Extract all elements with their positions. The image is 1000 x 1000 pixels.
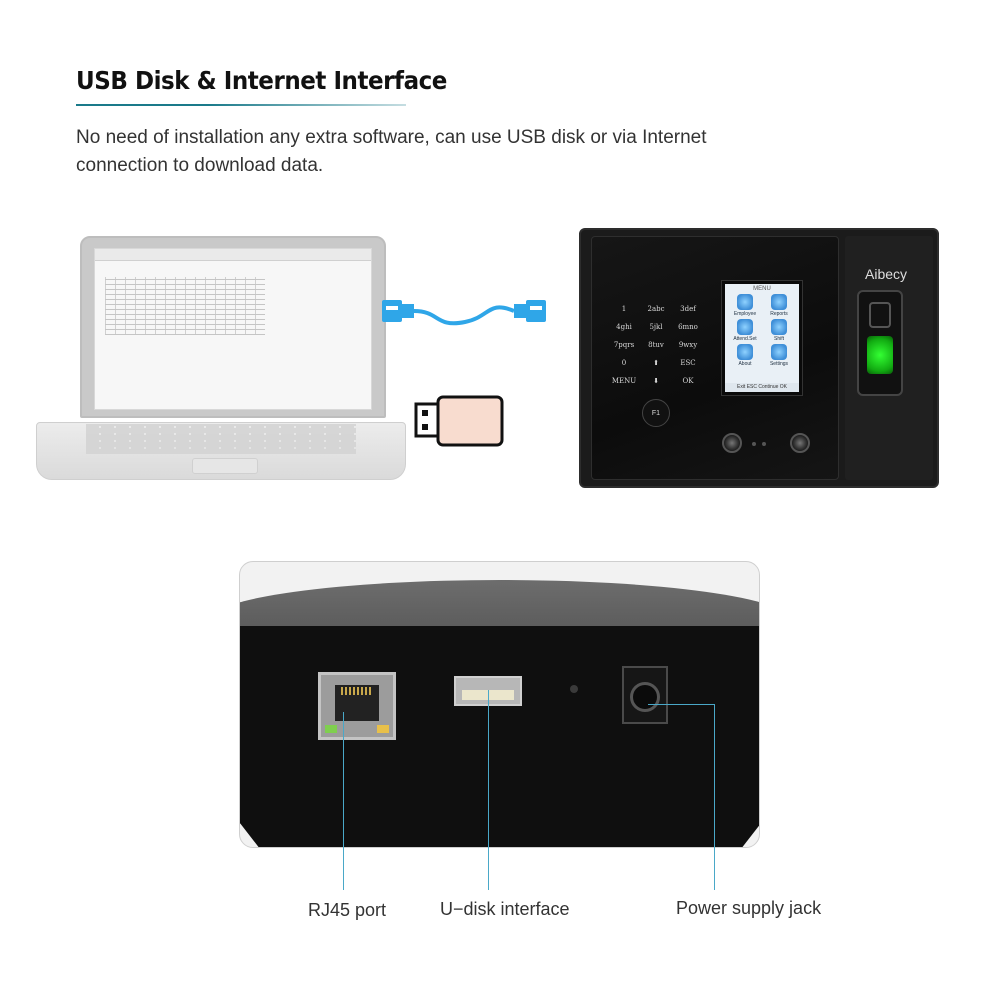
terminal-side-panel: Aibecy (845, 236, 933, 480)
keypad-key[interactable]: 5jkl (649, 323, 663, 331)
udisk-interface-label: U−disk interface (440, 899, 570, 919)
keypad-key[interactable]: ⬇ (653, 377, 659, 385)
camera-lens-left (722, 433, 742, 453)
lcd-menu-grid: Employee Reports Attend.Set Shift About … (725, 294, 799, 367)
power-callout-line-v (714, 704, 715, 890)
terminal-keypad: 1 2abc 3def 4ghi 5jkl 6mno 7pqrs 8tuv 9w… (610, 303, 700, 388)
about-icon (737, 344, 753, 360)
usb-cable-icon (382, 300, 546, 326)
lcd-menu-item-label: Attend.Set (733, 336, 757, 342)
keypad-key[interactable]: 9wxy (678, 341, 698, 349)
keypad-key[interactable]: 4ghi (616, 323, 632, 331)
keypad-key[interactable]: 6mno (678, 323, 698, 331)
lcd-menu-item-label: Shift (773, 336, 784, 342)
title-underline (76, 104, 406, 106)
lcd-footer: Exit ESC Continue OK (725, 383, 799, 392)
keypad-key[interactable]: 2abc (647, 305, 665, 313)
camera-lens-right (790, 433, 810, 453)
udisk-callout-line (488, 690, 489, 890)
keypad-key[interactable]: 7pqrs (613, 341, 635, 349)
fingerprint-sensor-icon (867, 336, 893, 374)
ports-closeup-photo (239, 561, 760, 848)
power-callout-line-h (648, 704, 715, 705)
lcd-menu-item[interactable]: Shift (762, 319, 796, 342)
shift-icon (771, 319, 787, 335)
keypad-key[interactable]: 0 (621, 359, 627, 367)
reports-icon (771, 294, 787, 310)
spreadsheet-grid (105, 277, 265, 335)
lcd-menu-item-label: Employee (733, 311, 757, 317)
section-title: USB Disk & Internet Interface (76, 66, 447, 95)
lcd-menu-item-label: Settings (769, 361, 789, 367)
rj45-port[interactable] (318, 672, 396, 740)
power-jack[interactable] (622, 666, 668, 724)
spreadsheet-toolbar (95, 249, 371, 261)
rj45-led-yellow (377, 725, 389, 733)
indicator-dot (752, 442, 756, 446)
settings-icon (771, 344, 787, 360)
lcd-menu-item[interactable]: About (728, 344, 762, 367)
power-jack-ring (630, 682, 660, 712)
reset-hole (570, 685, 578, 693)
keypad-key[interactable]: 1 (621, 305, 627, 313)
laptop-lid (80, 236, 386, 418)
rj45-callout-line (343, 712, 344, 890)
keypad-key[interactable]: OK (682, 377, 694, 385)
lcd-menu-header: MENU (753, 286, 771, 292)
attendance-settings-icon (737, 319, 753, 335)
keypad-key[interactable]: ESC (680, 359, 696, 367)
fingerprint-reader[interactable] (857, 290, 903, 396)
lcd-menu-item[interactable]: Employee (728, 294, 762, 317)
keypad-key[interactable]: 8tuv (648, 341, 664, 349)
brand-logo: Aibecy (865, 266, 908, 282)
lcd-menu-item[interactable]: Attend.Set (728, 319, 762, 342)
laptop-illustration (36, 236, 406, 486)
keypad-key[interactable]: MENU (611, 377, 637, 385)
employee-icon (737, 294, 753, 310)
section-description: No need of installation any extra softwa… (76, 127, 707, 176)
indicator-dot (762, 442, 766, 446)
terminal-front-panel: 1 2abc 3def 4ghi 5jkl 6mno 7pqrs 8tuv 9w… (591, 236, 839, 480)
keypad-key[interactable]: ⬆ (653, 359, 659, 367)
lcd-menu-item-label: About (738, 361, 752, 367)
rj45-led-green (325, 725, 337, 733)
terminal-lcd-screen: MENU Employee Reports Attend.Set Shift A… (721, 280, 803, 396)
f1-button[interactable]: F1 (642, 399, 670, 427)
lcd-menu-item[interactable]: Settings (762, 344, 796, 367)
rj45-port-label: RJ45 port (308, 900, 387, 920)
keypad-key[interactable]: 3def (680, 305, 696, 313)
laptop-keyboard (86, 424, 356, 454)
attendance-terminal: 1 2abc 3def 4ghi 5jkl 6mno 7pqrs 8tuv 9w… (579, 228, 939, 488)
rj45-pins (341, 687, 373, 695)
laptop-screen (94, 248, 372, 410)
lcd-menu-item-label: Reports (770, 311, 788, 317)
power-supply-jack-label: Power supply jack (676, 898, 822, 918)
lcd-menu-item[interactable]: Reports (762, 294, 796, 317)
fingerprint-guide (869, 302, 891, 328)
laptop-trackpad (192, 458, 258, 474)
usb-stick-icon (414, 395, 504, 447)
